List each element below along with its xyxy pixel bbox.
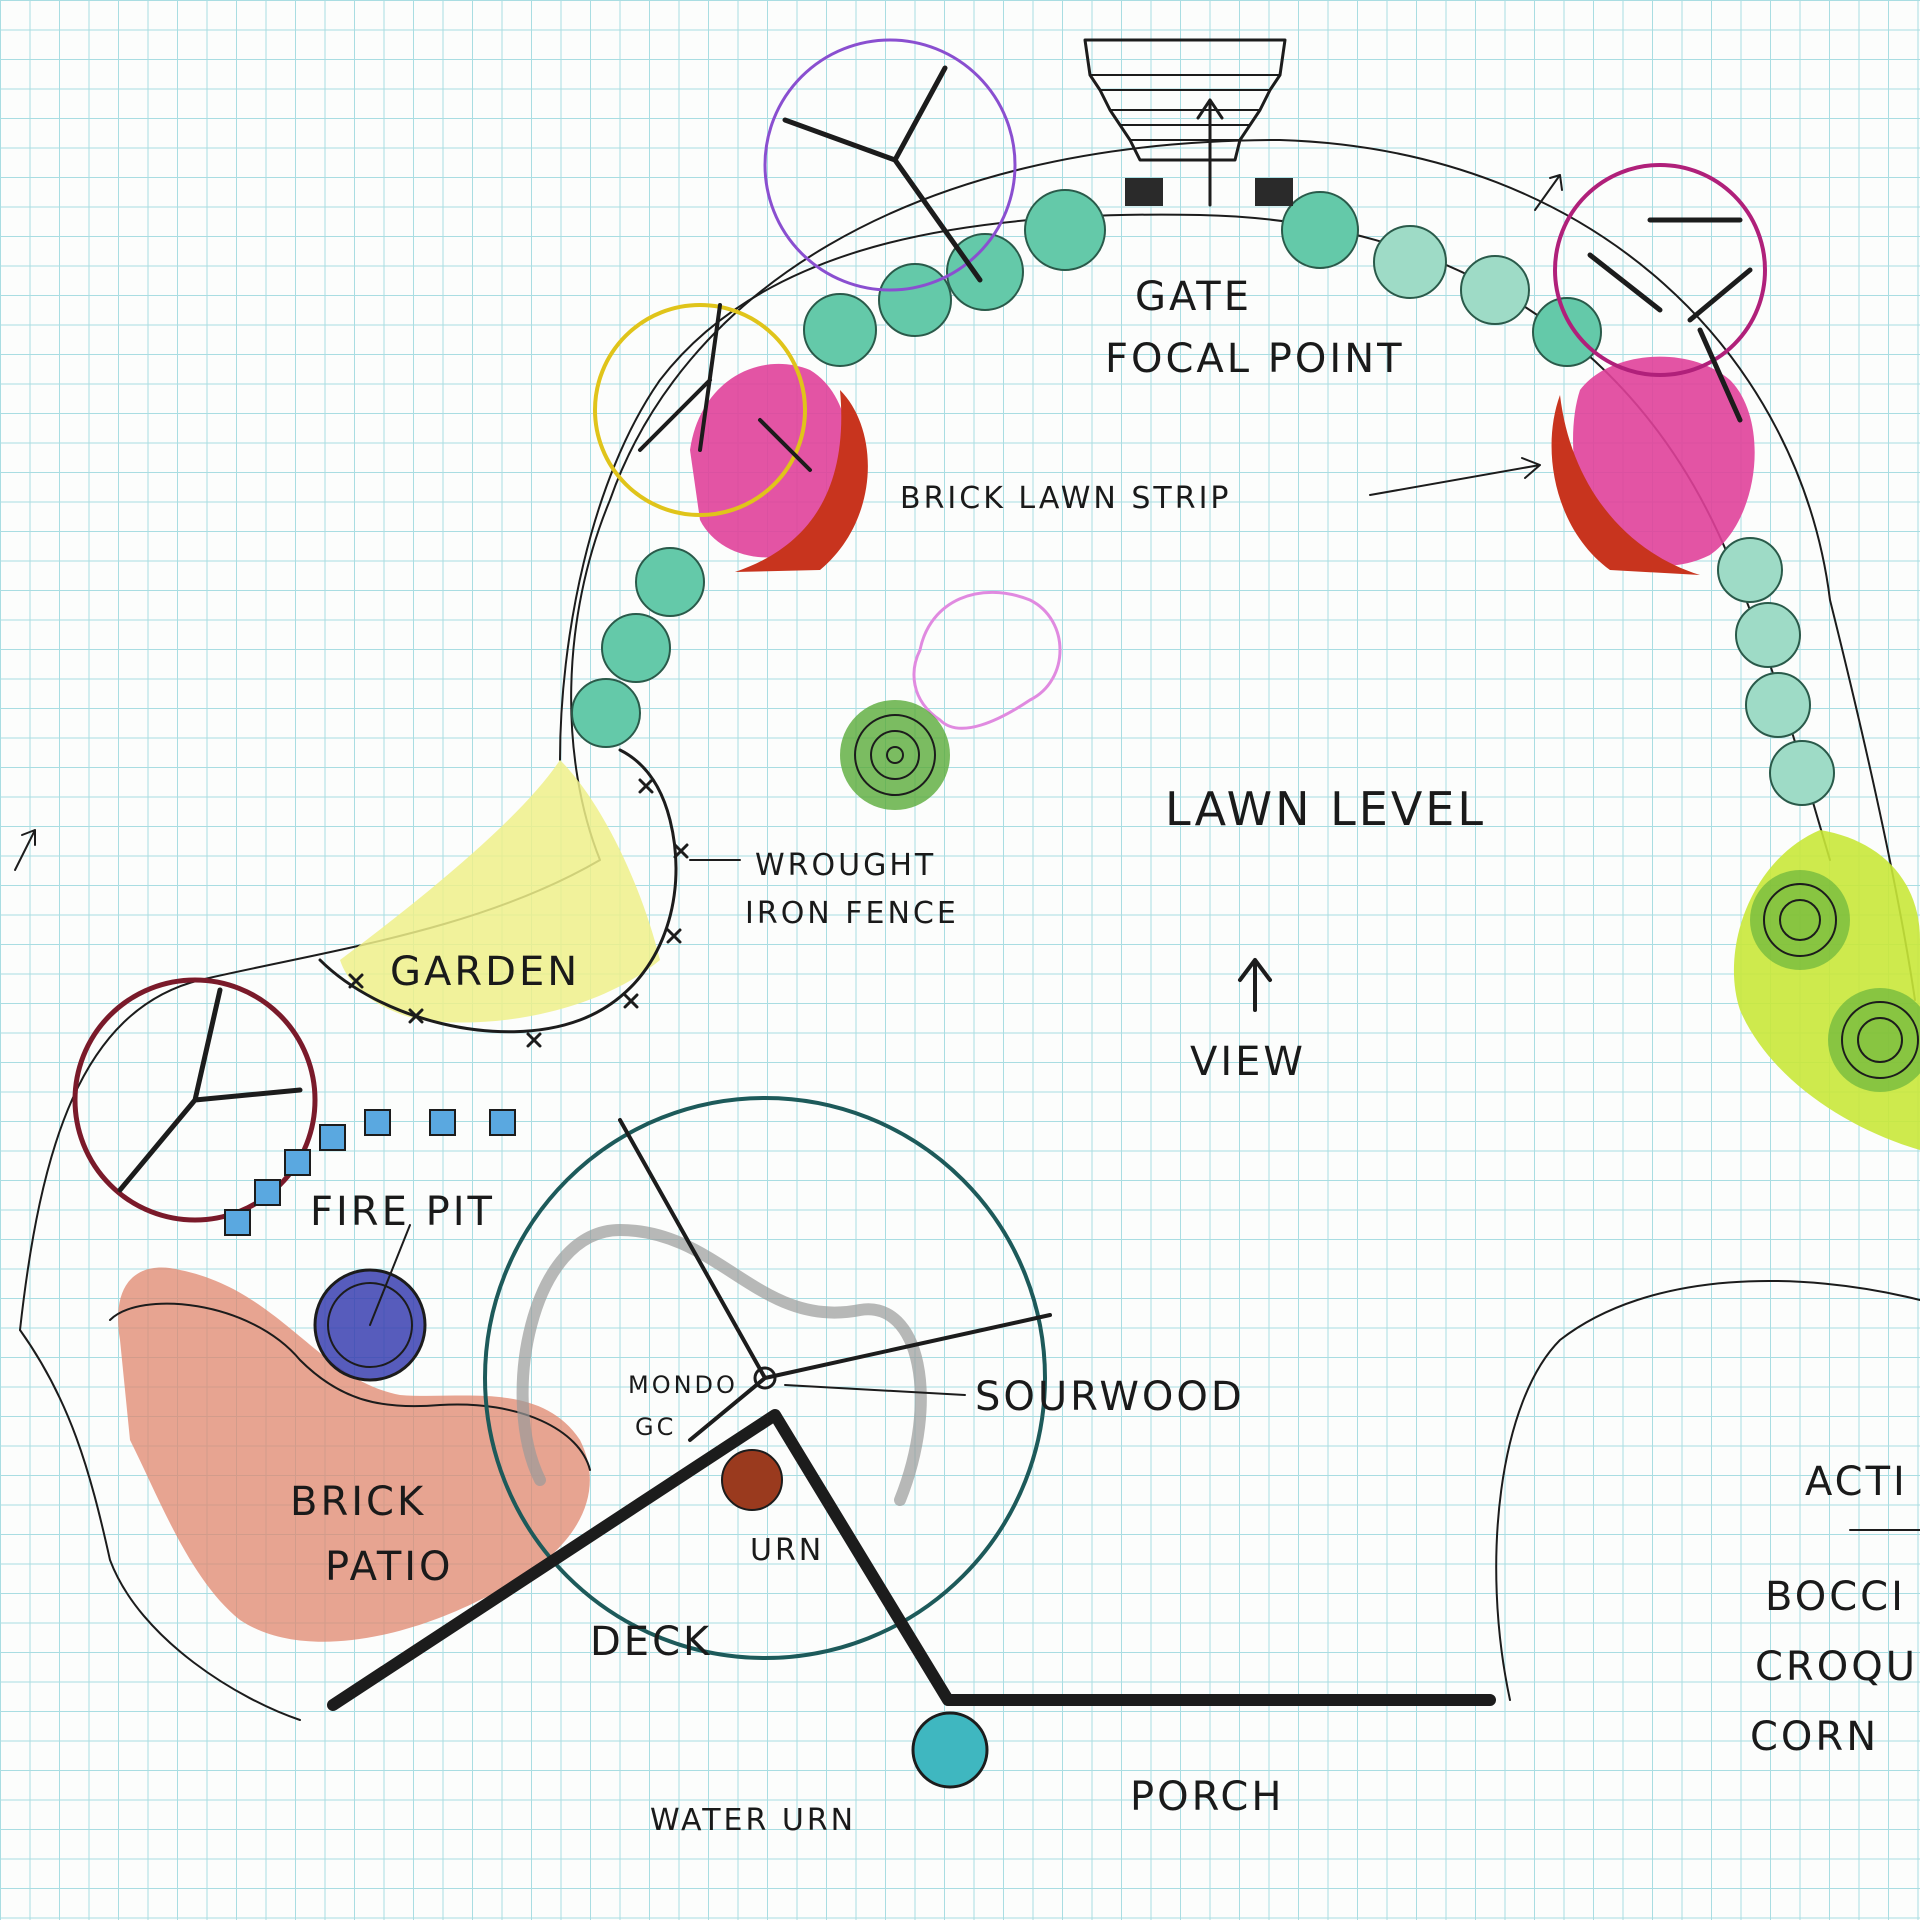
property-outline [19, 139, 1916, 1331]
view-label: VIEW [1190, 1039, 1306, 1085]
lime-shrub-1 [1750, 870, 1850, 970]
urn-label: URN [750, 1533, 824, 1568]
fire-pit [313, 1224, 427, 1382]
lawn-level-label: LAWN LEVEL [1165, 782, 1486, 836]
activity-lawn-outline [1495, 1279, 1920, 1701]
activities-title: ACTI [1805, 1459, 1908, 1505]
arrow-top-right [1534, 174, 1563, 211]
water-urn-label: WATER URN [650, 1803, 856, 1838]
leader-sourwood [784, 1384, 966, 1396]
activity-corn: CORN [1750, 1714, 1879, 1760]
lime-shrub-2 [1828, 988, 1920, 1092]
tree-purple [763, 38, 1017, 292]
tree-yellow [593, 303, 812, 517]
brick-patio [118, 1267, 590, 1642]
fence-posts [348, 778, 689, 1048]
brick-strip-right [1551, 395, 1700, 575]
pink-bed-right [1573, 356, 1755, 566]
sourwood-label: SOURWOOD [975, 1374, 1245, 1420]
shrub-hedge-left [571, 189, 1106, 748]
arrow-brick-strip [1369, 457, 1541, 496]
garden-label: GARDEN [390, 949, 580, 995]
gate-steps [1083, 38, 1293, 207]
garden-bed [340, 760, 660, 1023]
deck-label: DECK [590, 1619, 712, 1665]
arrow-left-edge [14, 829, 36, 871]
brick-lawn-strip-label: BRICK LAWN STRIP [900, 481, 1232, 516]
patio-edge [109, 1302, 591, 1471]
activity-croquet: CROQUE [1755, 1644, 1920, 1690]
gate-label-line1: GATE [1135, 274, 1252, 320]
fire-pit-pavers [224, 1109, 516, 1236]
brick-strip-left [735, 390, 868, 572]
view-arrow [1238, 958, 1272, 1012]
deck-porch-boundary [327, 1409, 1496, 1711]
tree-magenta [1553, 163, 1767, 423]
shrub-hedge-right [1281, 191, 1835, 806]
activity-bocci: BOCCI [1765, 1574, 1906, 1620]
sourwood-tree [483, 1096, 1052, 1660]
tree-maroon [72, 977, 318, 1223]
porch-label: PORCH [1130, 1774, 1284, 1820]
water-urn [911, 1711, 989, 1789]
green-shrub [840, 700, 950, 810]
urn [721, 1449, 783, 1511]
fire-pit-label: FIRE PIT [310, 1189, 495, 1235]
pink-shrub-bed [912, 590, 1062, 730]
left-edge-outline [19, 1329, 301, 1721]
